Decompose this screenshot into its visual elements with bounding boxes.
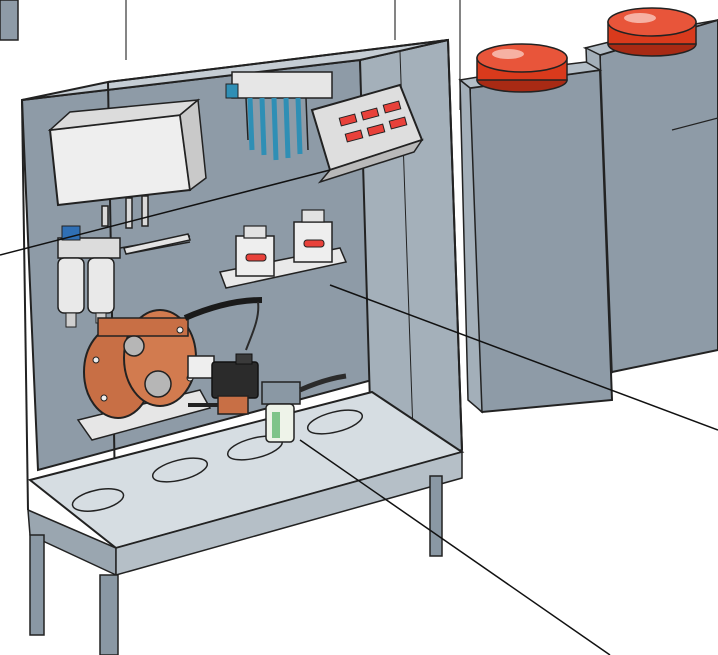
control-box xyxy=(50,100,206,205)
wall-edge-panel xyxy=(0,0,18,40)
chemical-tank-1 xyxy=(460,44,612,412)
tank-cap-2 xyxy=(608,8,696,56)
tank-cap-1 xyxy=(477,44,567,92)
